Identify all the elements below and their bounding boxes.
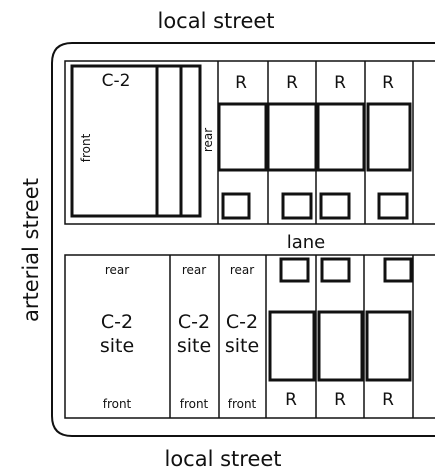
house [316, 102, 366, 172]
c2-site-zone-label: C-2 [226, 311, 258, 333]
c2-site-rear-label: rear [230, 263, 254, 277]
garage [320, 257, 351, 283]
bottom-street-label: local street [164, 447, 281, 471]
lane-label: lane [287, 232, 326, 253]
c2-corner-zone-label: C-2 [102, 71, 131, 91]
c2-site-rear-label: rear [105, 263, 129, 277]
house [365, 310, 412, 382]
lower-r-lot-label: R [382, 390, 394, 410]
lower-r-lot-label: R [334, 390, 346, 410]
c2-site-zone-label: C-2 [178, 311, 210, 333]
c2-site-front-label: front [228, 397, 257, 411]
garage [383, 257, 413, 283]
garage [221, 192, 251, 220]
c2-site-rear-label: rear [182, 263, 206, 277]
upper-r-lot-label: R [382, 73, 394, 93]
garage [279, 257, 310, 283]
upper-r-lot-label: R [286, 73, 298, 93]
c2-corner-front-label: front [79, 133, 93, 162]
garage [281, 192, 313, 220]
road-edge [51, 42, 435, 437]
lower-r-lot-label: R [285, 390, 297, 410]
c2-site-front-label: front [180, 397, 209, 411]
c2-site-label: site [100, 335, 134, 357]
c2-site-label: site [177, 335, 211, 357]
garage [377, 192, 409, 220]
arterial-street-label: arterial street [19, 178, 43, 322]
c2-corner-rear-label: rear [201, 128, 215, 152]
upper-block-outline [64, 60, 435, 225]
c2-site-label: site [225, 335, 259, 357]
upper-r-lot-label: R [334, 73, 346, 93]
c2-corner-building [70, 64, 202, 218]
lower-block-outline [64, 254, 435, 419]
c2-site-front-label: front [103, 397, 132, 411]
house [266, 102, 318, 172]
house [366, 102, 412, 172]
top-street-label: local street [157, 9, 274, 33]
garage [319, 192, 351, 220]
house [317, 310, 364, 382]
c2-site-zone-label: C-2 [101, 311, 133, 333]
upper-r-lot-label: R [235, 73, 247, 93]
house [217, 102, 268, 172]
house [268, 310, 316, 382]
